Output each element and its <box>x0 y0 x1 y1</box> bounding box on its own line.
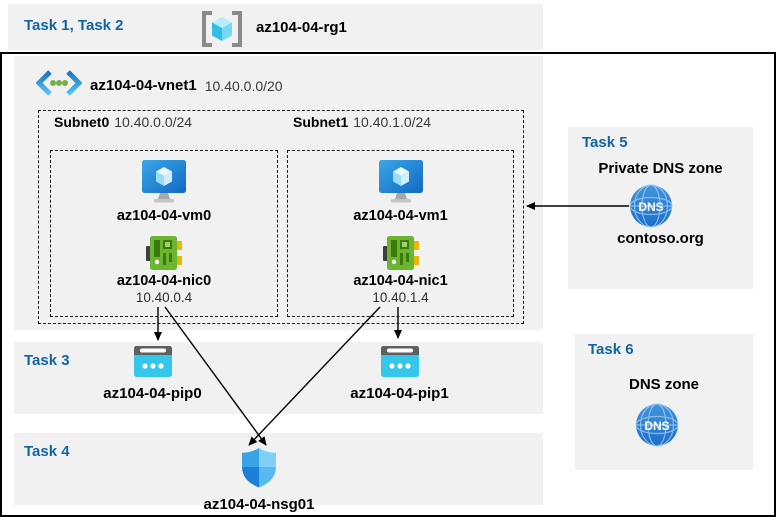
private-dns-icon: DNS <box>629 184 673 233</box>
nic0-ip: 10.40.0.4 <box>135 290 193 305</box>
task3-band: Task 3 <box>14 342 543 414</box>
nsg-group: az104-04-nsg01 <box>198 447 320 513</box>
public-ip0-icon <box>133 346 172 382</box>
task6-label: Task 6 <box>588 341 634 358</box>
dns-zone-icon: DNS <box>635 403 679 452</box>
task5-box: Task 5 Private DNS zone DNS contoso. <box>568 127 753 289</box>
dns-icon-text: DNS <box>644 419 669 433</box>
task3-label: Task 3 <box>24 352 70 369</box>
outer-frame <box>0 52 776 517</box>
vnet-header: az104-04-vnet1 10.40.0.0/20 <box>35 68 283 103</box>
task1-2-band: Task 1, Task 2 az104-04-rg1 <box>8 4 543 50</box>
subnet0-cidr: 10.40.0.0/24 <box>114 114 193 130</box>
dns-icon-text: DNS <box>638 200 663 214</box>
subnet0-name: Subnet0 <box>54 114 110 130</box>
subnet1-name: Subnet1 <box>293 114 349 130</box>
subnet1-cidr: 10.40.1.0/24 <box>353 114 432 130</box>
vm0-icon <box>51 160 277 208</box>
resource-group-icon <box>200 10 244 53</box>
nic1-icon <box>288 235 513 276</box>
vm0-name: az104-04-vm0 <box>116 208 212 224</box>
pip1-group: az104-04-pip1 <box>342 346 457 402</box>
subnet1-box: az104-04-vm1 az104-04-nic1 10.40.1.4 <box>287 150 514 317</box>
task6-box: Task 6 DNS zone DNS <box>575 334 753 470</box>
pip0-group: az104-04-pip0 <box>95 346 210 402</box>
subnet0-box: az104-04-vm0 az104-04-nic0 10.40.0.4 <box>50 150 278 317</box>
public-ip1-icon <box>380 346 419 382</box>
nsg-shield-icon <box>241 447 277 493</box>
task5-label: Task 5 <box>582 134 628 151</box>
private-dns-zone-name: contoso.org <box>617 230 704 247</box>
vnet-panel: az104-04-vnet1 10.40.0.0/20 <box>14 56 543 330</box>
dns-zone-title: DNS zone <box>628 376 699 393</box>
private-dns-zone-title: Private DNS zone <box>598 160 723 177</box>
nic0-icon <box>51 235 277 276</box>
pip0-name: az104-04-pip0 <box>103 385 202 402</box>
pip1-name: az104-04-pip1 <box>350 385 449 402</box>
vnet-cidr: 10.40.0.0/20 <box>204 77 283 94</box>
task1-2-label: Task 1, Task 2 <box>24 17 124 34</box>
vm1-name: az104-04-vm1 <box>353 208 448 224</box>
virtual-network-icon <box>35 68 83 103</box>
task4-label: Task 4 <box>24 443 70 460</box>
nsg-name: az104-04-nsg01 <box>203 496 315 513</box>
nic1-ip: 10.40.1.4 <box>372 290 429 305</box>
resource-group-name: az104-04-rg1 <box>256 19 347 36</box>
subnet0-header: Subnet0 10.40.0.0/24 <box>54 114 192 130</box>
nic1-name: az104-04-nic1 <box>353 273 448 289</box>
subnet1-header: Subnet1 10.40.1.0/24 <box>293 114 431 130</box>
nic0-name: az104-04-nic0 <box>116 273 212 289</box>
vm1-icon <box>288 160 513 208</box>
vnet-name: az104-04-vnet1 <box>90 77 197 94</box>
